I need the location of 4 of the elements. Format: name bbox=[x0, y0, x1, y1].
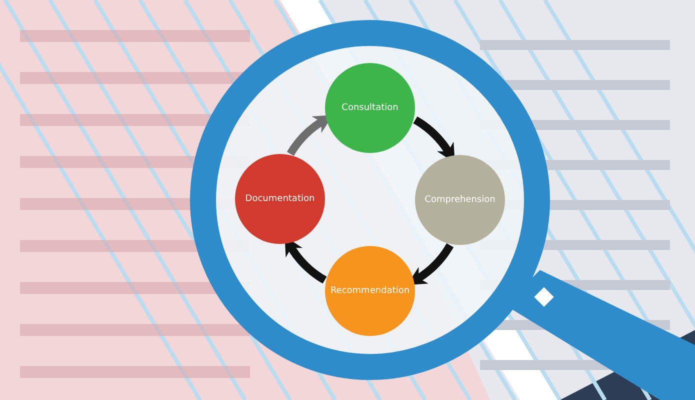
stage-label: Consultation bbox=[342, 103, 398, 113]
stage-label: Documentation bbox=[245, 194, 315, 204]
stage-label: Recommendation bbox=[330, 286, 410, 296]
stage-label: Comprehension bbox=[424, 195, 496, 205]
